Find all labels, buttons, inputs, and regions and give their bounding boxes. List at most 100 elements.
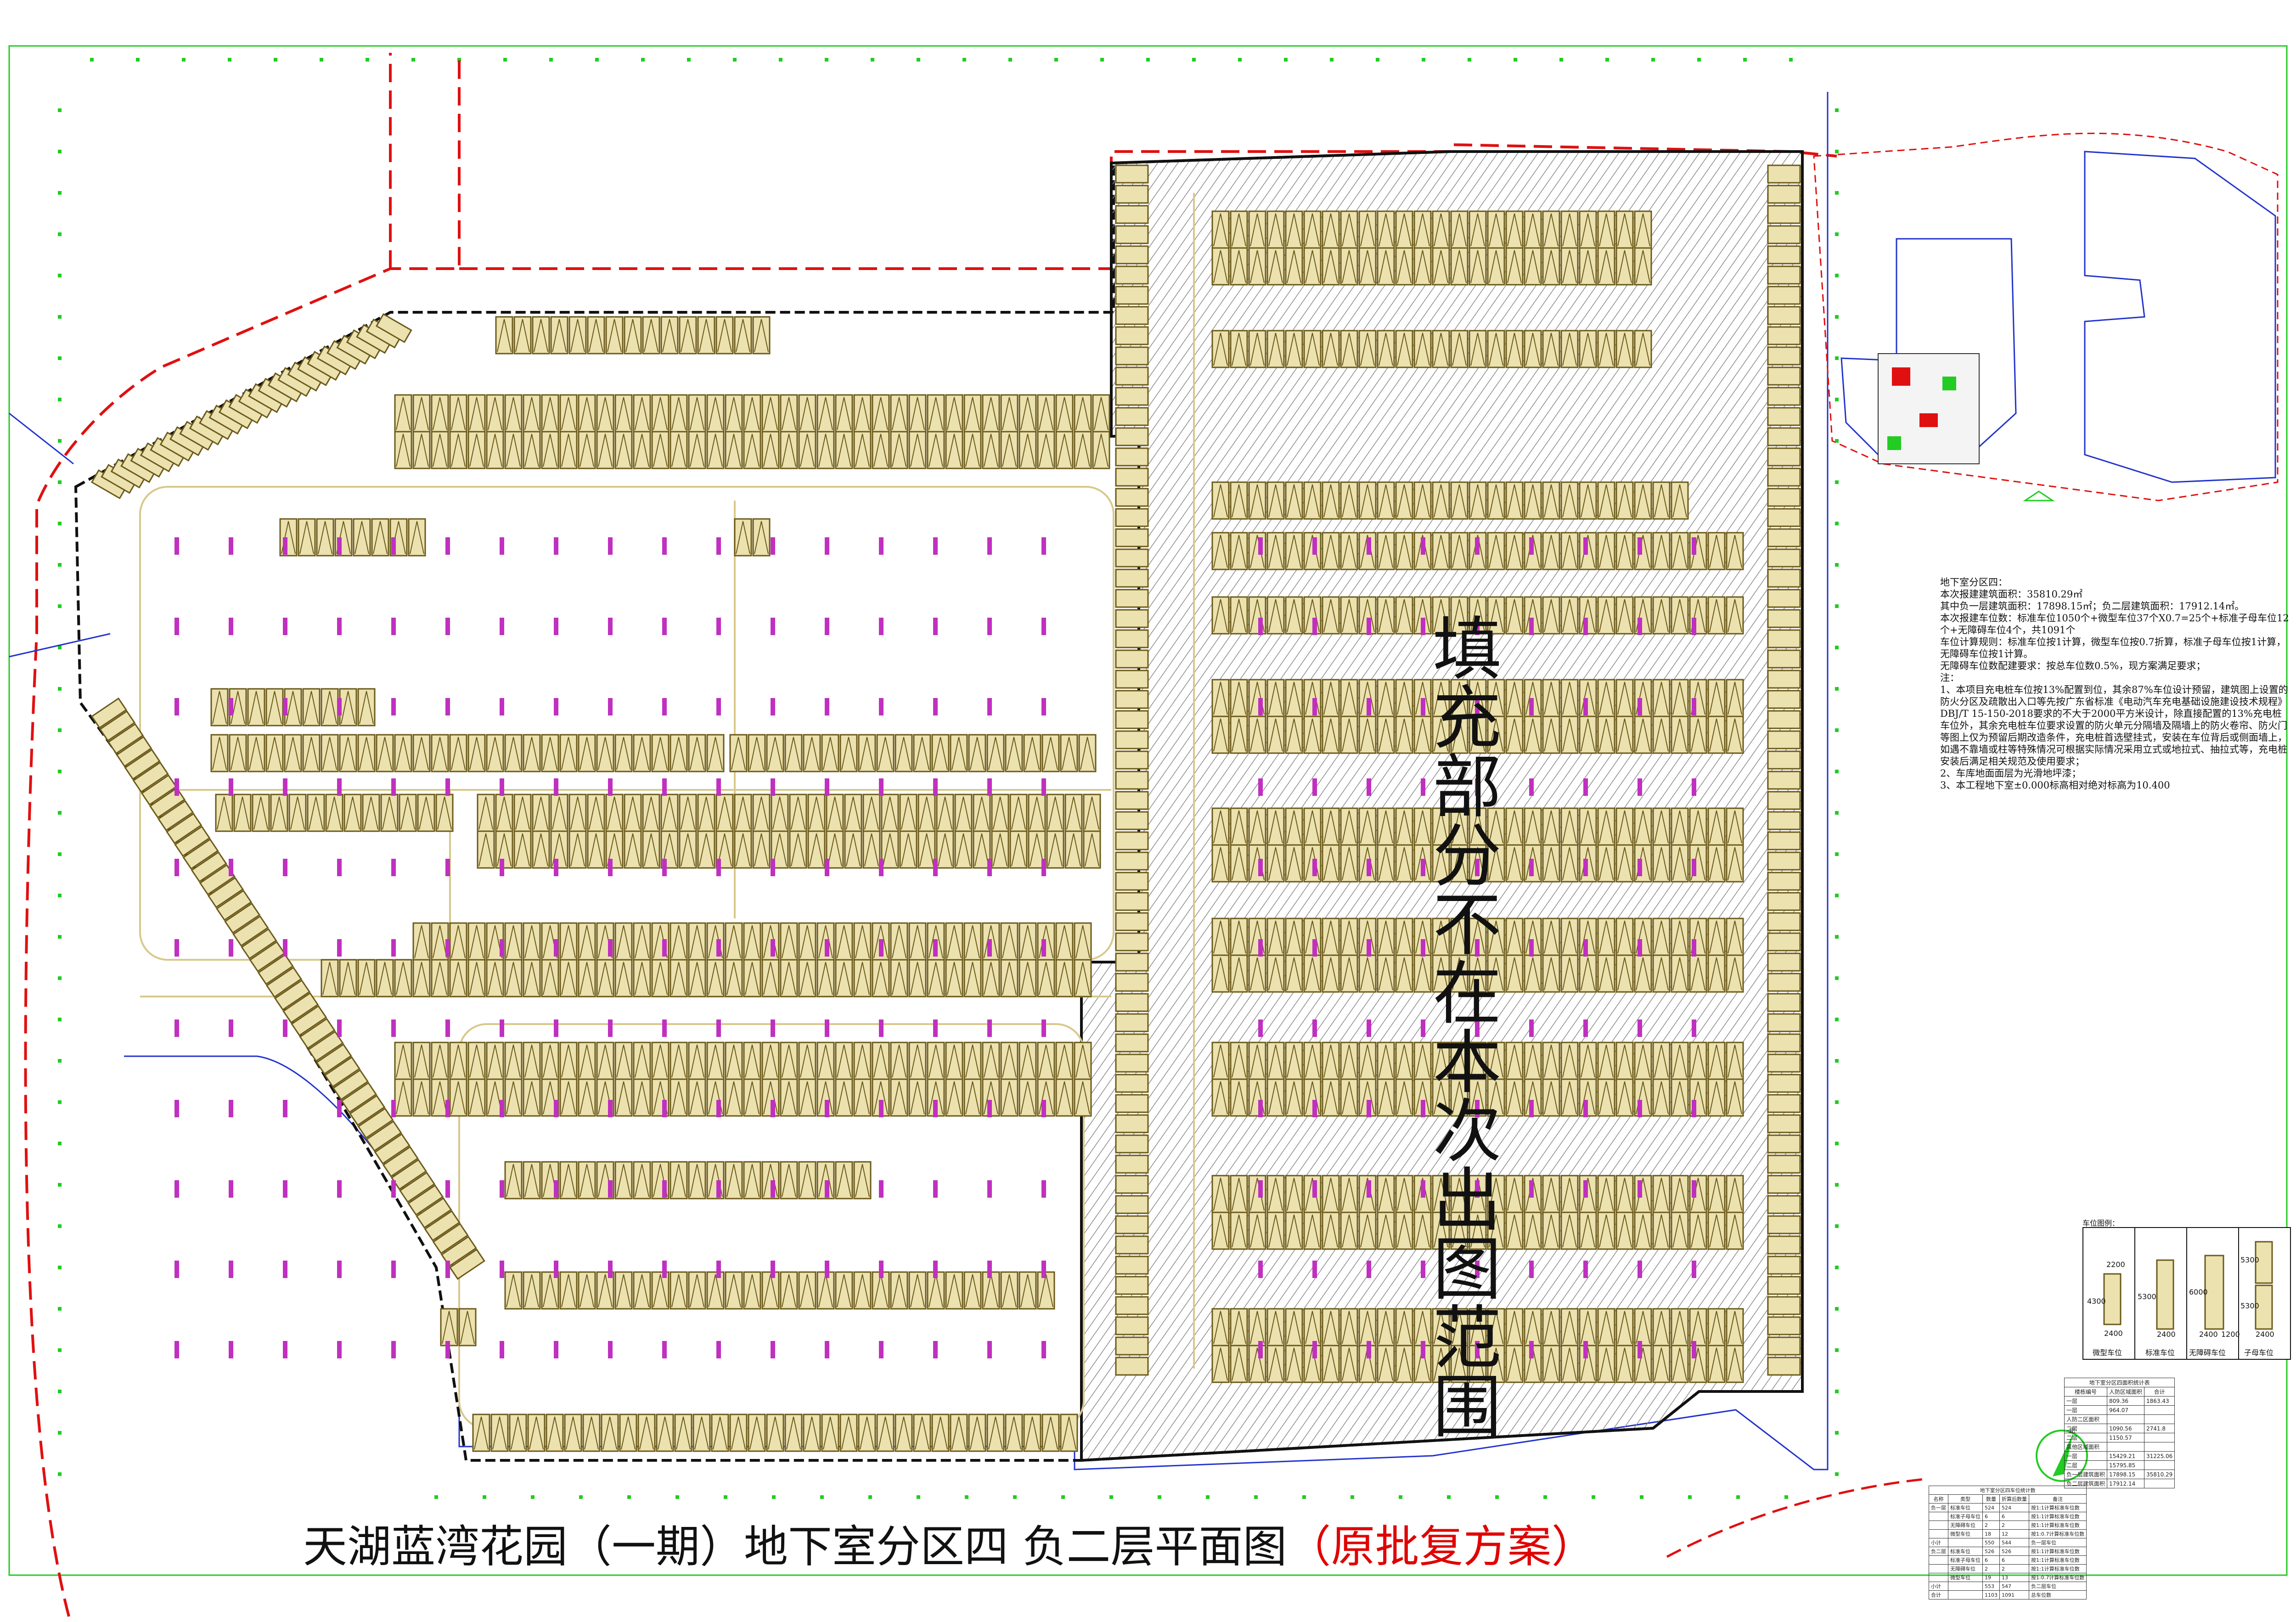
design-notes: 地下室分区四： 本次报建建筑面积：35810.29㎡ 其中负一层建筑面积：178… <box>1940 576 2289 791</box>
parking-stall <box>265 734 284 772</box>
column <box>1583 1180 1588 1198</box>
table-cell <box>1929 1564 1948 1573</box>
notes-line: 车位计算规则：标准车位按1计算，微型车位按0.7折算，标准子母车位按1计算，无障… <box>1940 636 2286 659</box>
column <box>1367 1180 1371 1198</box>
column <box>608 537 613 555</box>
parking-stall <box>1432 247 1450 286</box>
parking-stall <box>578 734 596 772</box>
parking-stall <box>1377 1175 1395 1213</box>
column <box>1638 1180 1642 1198</box>
boundary-marker <box>1835 687 1839 691</box>
parking-stall <box>968 1414 986 1452</box>
column <box>1638 618 1642 635</box>
parking-stall <box>1615 679 1634 717</box>
parking-stall <box>504 1078 523 1117</box>
parking-stall <box>1560 1078 1579 1117</box>
parking-stall <box>509 1414 527 1452</box>
parking-stall <box>1689 1211 1707 1250</box>
parking-stall <box>1487 807 1505 846</box>
parking-stall <box>642 794 660 832</box>
parking-stall <box>1634 1042 1652 1080</box>
parking-stall <box>743 1161 761 1200</box>
parking-stall <box>1767 952 1801 972</box>
parking-stall <box>1652 1078 1671 1117</box>
parking-stall <box>798 922 816 961</box>
column <box>1258 1019 1263 1037</box>
parking-stall <box>568 830 587 869</box>
table-cell: 一层 <box>2064 1405 2108 1415</box>
parking-stall <box>991 794 1009 832</box>
parking-stall <box>1358 807 1377 846</box>
column <box>933 1180 938 1198</box>
parking-stall <box>1092 431 1110 469</box>
column <box>500 1100 504 1117</box>
parking-stall <box>1689 1308 1707 1346</box>
parking-stall <box>1413 807 1432 846</box>
parking-stall <box>1487 715 1505 754</box>
boundary-marker <box>58 232 62 236</box>
parking-stall <box>523 1078 541 1117</box>
column <box>1421 859 1425 876</box>
boundary-marker <box>1302 1495 1306 1499</box>
parking-stall <box>1652 679 1671 717</box>
parking-stall <box>1487 532 1505 570</box>
parking-stall <box>1115 245 1149 265</box>
table-cell: 13 <box>1999 1573 2029 1582</box>
parking-stall <box>1340 1308 1358 1346</box>
parking-stall <box>1767 670 1801 689</box>
notes-line: 其中负一层建筑面积：17898.15㎡；负二层建筑面积：17912.14㎡。 <box>1940 601 2245 612</box>
parking-stall <box>963 922 982 961</box>
boundary-marker <box>58 976 62 980</box>
parking-stall <box>1019 1042 1037 1080</box>
parking-stall <box>1248 715 1266 754</box>
parking-stall <box>1322 918 1340 956</box>
column <box>229 618 233 635</box>
boundary-marker <box>1835 1266 1839 1269</box>
parking-stall <box>890 394 908 433</box>
column <box>1529 778 1534 796</box>
parking-stall <box>467 959 486 997</box>
parking-stall <box>1767 609 1801 628</box>
column <box>1367 698 1371 715</box>
parking-stall <box>1340 330 1358 368</box>
boundary-marker <box>917 1495 920 1499</box>
parking-stall <box>1395 1308 1413 1346</box>
parking-stall <box>1560 844 1579 883</box>
parking-stall <box>1115 609 1149 628</box>
parking-stall <box>431 394 449 433</box>
parking-stall <box>1689 715 1707 754</box>
parking-stall <box>1211 715 1230 754</box>
parking-stall <box>299 1018 336 1049</box>
parking-stall <box>1634 247 1652 286</box>
parking-stall <box>1726 918 1744 956</box>
parking-stall <box>1560 330 1579 368</box>
parking-stall <box>1115 427 1149 446</box>
column <box>445 1341 450 1358</box>
column <box>825 537 829 555</box>
parking-stall <box>908 922 927 961</box>
boundary-marker <box>627 1495 631 1499</box>
parking-stall <box>1560 481 1579 520</box>
parking-stall <box>1707 1175 1726 1213</box>
boundary-marker <box>641 58 645 62</box>
parking-stall <box>1115 185 1149 204</box>
parking-stall <box>1230 1175 1248 1213</box>
parking-stall <box>633 922 651 961</box>
parking-stall <box>417 794 435 832</box>
parking-stall <box>504 1161 523 1200</box>
table-header: 楼栋编号 <box>2064 1387 2108 1397</box>
parking-stall <box>780 431 798 469</box>
column <box>500 1341 504 1358</box>
boundary-marker <box>1559 58 1563 62</box>
parking-stall <box>1432 844 1450 883</box>
parking-stall <box>578 1042 596 1080</box>
table-cell: 1090.56 <box>2107 1424 2145 1433</box>
parking-stall <box>1074 431 1092 469</box>
table-cell: 15429.21 <box>2107 1451 2145 1461</box>
boundary-marker <box>1784 1495 1788 1499</box>
column <box>500 1019 504 1037</box>
parking-stall <box>1505 807 1524 846</box>
parking-stall <box>324 1056 360 1088</box>
column <box>662 778 667 796</box>
column <box>771 698 775 715</box>
